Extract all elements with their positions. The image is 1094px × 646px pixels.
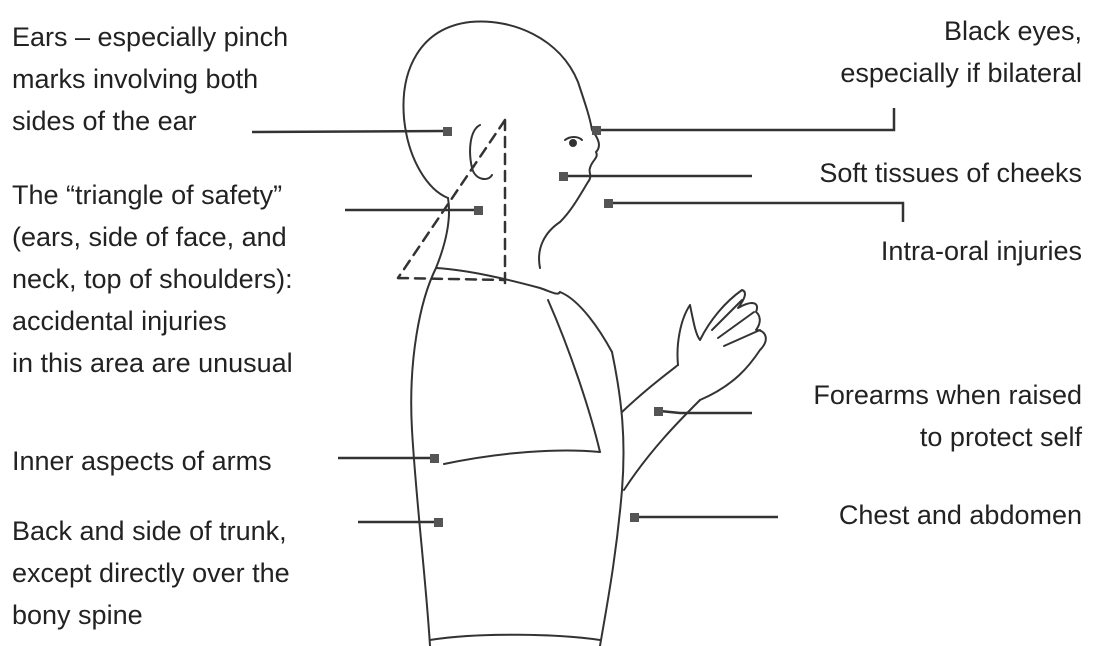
- label-triangle-line5: in this area are unusual: [12, 342, 293, 384]
- label-forearms-line1: Forearms when raised: [813, 374, 1082, 416]
- label-intra-oral-line1: Intra-oral injuries: [881, 230, 1082, 272]
- label-intra-oral: Intra-oral injuries: [881, 230, 1082, 272]
- marker-intra-oral: [604, 199, 613, 208]
- label-triangle-line4: accidental injuries: [12, 300, 293, 342]
- marker-back-trunk: [434, 518, 443, 527]
- leader-lines: [252, 108, 903, 522]
- label-chest-line1: Chest and abdomen: [839, 494, 1082, 536]
- label-triangle-line3: neck, top of shoulders):: [12, 258, 293, 300]
- label-inner-arms: Inner aspects of arms: [12, 440, 272, 482]
- upper-arm: [548, 300, 600, 452]
- label-inner-arms-line1: Inner aspects of arms: [12, 440, 272, 482]
- marker-cheeks: [559, 172, 568, 181]
- label-black-eyes: Black eyes, especially if bilateral: [840, 10, 1082, 94]
- sleeve-edge: [444, 451, 600, 465]
- label-ears-line3: sides of the ear: [12, 100, 288, 142]
- chest-front: [600, 352, 624, 646]
- label-triangle-line2: (ears, side of face, and: [12, 216, 293, 258]
- triangle-of-safety: [398, 120, 505, 285]
- leader-black-eyes: [594, 108, 894, 130]
- ear: [470, 125, 492, 179]
- label-cheeks: Soft tissues of cheeks: [819, 152, 1082, 194]
- child-outline: [398, 22, 766, 646]
- label-back-trunk: Back and side of trunk, except directly …: [12, 510, 290, 636]
- label-cheeks-line1: Soft tissues of cheeks: [819, 152, 1082, 194]
- marker-ears: [443, 127, 452, 136]
- finger-lines: [712, 300, 760, 346]
- leader-forearms: [660, 411, 752, 413]
- label-chest: Chest and abdomen: [839, 494, 1082, 536]
- label-triangle-line1: The “triangle of safety”: [12, 174, 293, 216]
- label-back-trunk-line3: bony spine: [12, 594, 290, 636]
- markers: [430, 126, 663, 527]
- label-ears-line1: Ears – especially pinch: [12, 16, 288, 58]
- hand: [678, 290, 766, 400]
- forearm-upper: [622, 365, 678, 412]
- collar: [436, 268, 560, 294]
- label-black-eyes-line2: especially if bilateral: [840, 52, 1082, 94]
- label-black-eyes-line1: Black eyes,: [840, 10, 1082, 52]
- waist-line: [430, 635, 600, 640]
- label-forearms-line2: to protect self: [813, 416, 1082, 458]
- marker-inner-arms: [430, 454, 439, 463]
- label-triangle: The “triangle of safety” (ears, side of …: [12, 174, 293, 384]
- pupil: [570, 140, 576, 146]
- marker-forearms: [654, 407, 663, 416]
- leader-intra-oral: [608, 203, 903, 222]
- marker-black-eyes: [592, 126, 601, 135]
- neck-back: [436, 198, 449, 268]
- shoulder-front: [560, 292, 612, 352]
- label-back-trunk-line2: except directly over the: [12, 552, 290, 594]
- marker-chest: [630, 513, 639, 522]
- label-ears-line2: marks involving both: [12, 58, 288, 100]
- label-forearms: Forearms when raised to protect self: [813, 374, 1082, 458]
- label-back-trunk-line1: Back and side of trunk,: [12, 510, 290, 552]
- label-ears: Ears – especially pinch marks involving …: [12, 16, 288, 142]
- marker-triangle: [474, 206, 483, 215]
